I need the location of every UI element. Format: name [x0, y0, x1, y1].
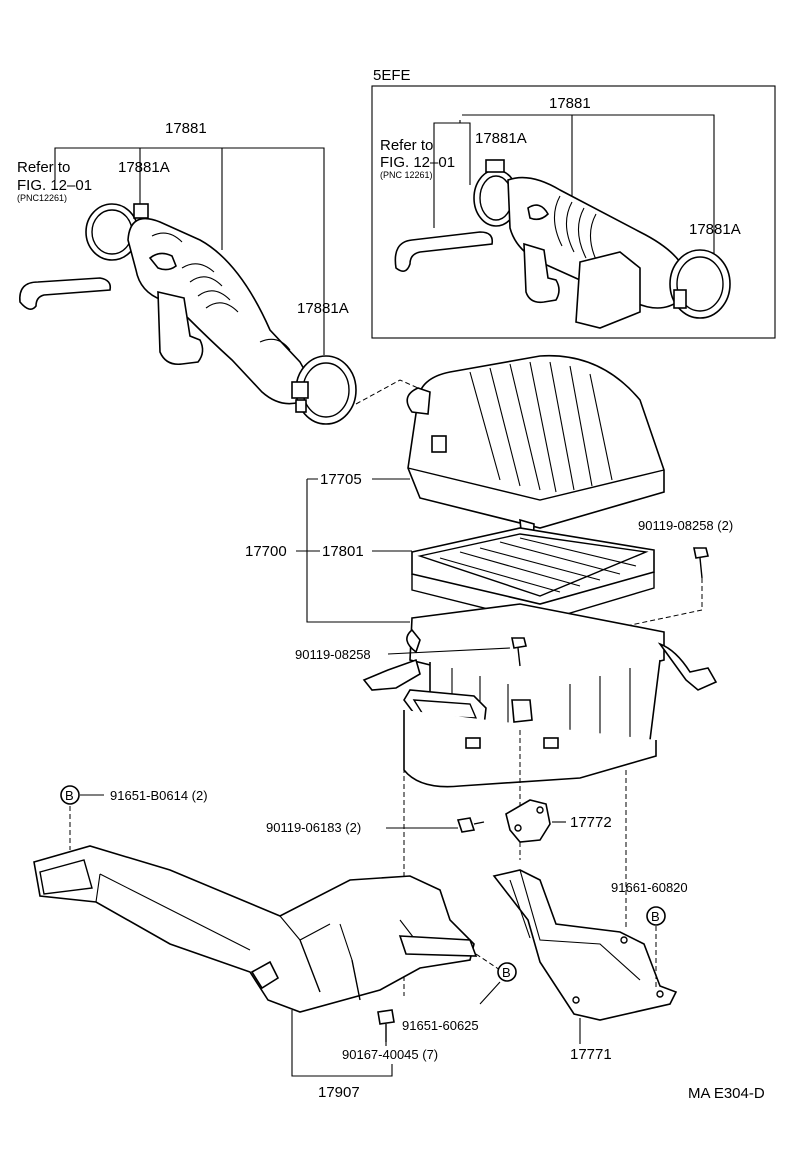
clamp-right-label: 17881A — [297, 300, 349, 317]
variant-box-5efe: 5EFE 17881 17881A 17881A Refer to FIG. 1… — [371, 67, 776, 339]
refer-pnc-label-5efe: (PNC 12261) — [380, 170, 433, 180]
vent-hose-left — [19, 277, 112, 310]
vent-hose-5efe — [394, 231, 494, 272]
element-part-label: 17801 — [322, 543, 364, 560]
air-hose-group-left: 17881 Refer to FIG. 12–01 (PNC12261) 178… — [17, 120, 419, 425]
air-cleaner-case — [362, 603, 718, 788]
clip-b-label: 91651-B0614 (2) — [110, 788, 208, 803]
hose-clamp-left-5efe — [473, 159, 519, 227]
bracket-small-label: 17772 — [570, 814, 612, 831]
b-marker-text-1: B — [65, 788, 74, 803]
hose-clamp-right-5efe — [669, 249, 731, 319]
refer-to-label-5efe: Refer to — [380, 137, 433, 154]
refer-fig-label: FIG. 12–01 — [17, 177, 92, 194]
resonator-5efe — [575, 251, 641, 329]
cap-part-label: 17705 — [320, 471, 362, 488]
clip-b-marker-lower: B — [497, 962, 517, 982]
duct-part-label: 17907 — [318, 1084, 360, 1101]
refer-fig-label-5efe: FIG. 12–01 — [380, 154, 455, 171]
bolt-mid-label: 90119-08258 — [295, 647, 371, 662]
hose-drop-pipe — [157, 290, 204, 366]
bolt-small-label: 90119-06183 (2) — [266, 820, 361, 835]
bolt-mid — [511, 637, 527, 667]
refer-pnc-label: (PNC12261) — [17, 193, 67, 203]
clamp-left-label: 17881A — [118, 159, 170, 176]
clamp-left-label-5efe: 17881A — [475, 130, 527, 147]
bolt-small — [456, 817, 485, 833]
clip-b-marker: B — [60, 785, 80, 805]
clip-b-marker-right: B — [646, 906, 666, 926]
screw-lower-label: 90167-40045 (7) — [342, 1047, 438, 1062]
hose-part-label: 17881 — [165, 120, 207, 137]
intake-duct — [33, 845, 478, 1013]
bolt-b-right-label: 91661-60820 — [611, 880, 688, 895]
air-hose-body-left — [127, 217, 310, 405]
b-marker-text-2: B — [502, 965, 511, 980]
b-marker-text-3: B — [651, 909, 660, 924]
screw-lower — [377, 1009, 395, 1042]
bracket-large-label: 17771 — [570, 1046, 612, 1063]
hose-part-label-5efe: 17881 — [549, 95, 591, 112]
bracket-small — [505, 799, 551, 843]
bolt-top-right — [625, 547, 709, 627]
bolt-top-right-label: 90119-08258 (2) — [638, 518, 733, 533]
clamp-right-label-5efe: 17881A — [689, 221, 741, 238]
clip-lower-label: 91651-60625 — [402, 1018, 479, 1033]
diagram-code: MA E304-D — [688, 1085, 765, 1102]
refer-to-label: Refer to — [17, 159, 70, 176]
bracket-large — [492, 869, 678, 1021]
assembly-part-label: 17700 — [245, 543, 287, 560]
variant-title: 5EFE — [373, 67, 411, 84]
hose-clamp-right — [291, 355, 357, 425]
